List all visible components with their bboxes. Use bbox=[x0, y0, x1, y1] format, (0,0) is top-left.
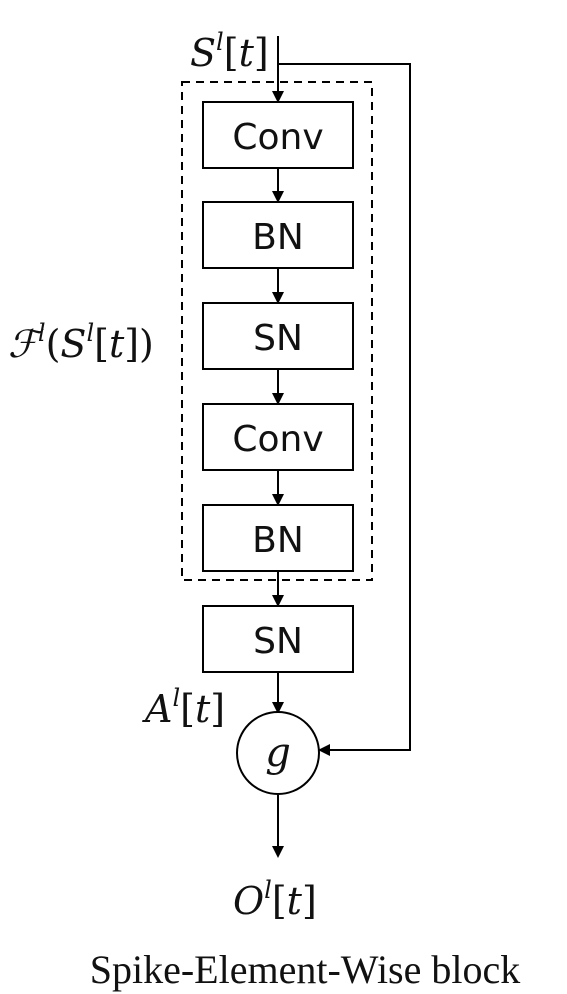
block-bn-1-label: BN bbox=[252, 217, 304, 258]
block-sn-1: SN bbox=[202, 302, 354, 370]
residual-function-label: ℱl(Sl[t]) bbox=[8, 319, 154, 366]
residual-function-boundary bbox=[181, 81, 373, 581]
block-conv-2-label: Conv bbox=[232, 419, 323, 460]
block-sn-2-label: SN bbox=[253, 621, 303, 662]
block-conv-1-label: Conv bbox=[232, 117, 323, 158]
caption: Spike-Element-Wise block bbox=[90, 947, 521, 992]
skip-connection-arrow bbox=[278, 63, 411, 756]
pre-gate-label: Al[t] bbox=[142, 684, 225, 731]
gate-node: g bbox=[236, 711, 320, 795]
block-sn-2: SN bbox=[202, 605, 354, 673]
output-label: Ol[t] bbox=[233, 876, 317, 923]
block-bn-2-label: BN bbox=[252, 520, 304, 561]
block-conv-1: Conv bbox=[202, 101, 354, 169]
block-bn-1: BN bbox=[202, 201, 354, 269]
gate-label: g bbox=[265, 730, 291, 776]
block-sn-1-label: SN bbox=[253, 318, 303, 359]
block-bn-2: BN bbox=[202, 504, 354, 572]
input-label: Sl[t] bbox=[190, 28, 269, 75]
block-conv-2: Conv bbox=[202, 403, 354, 471]
